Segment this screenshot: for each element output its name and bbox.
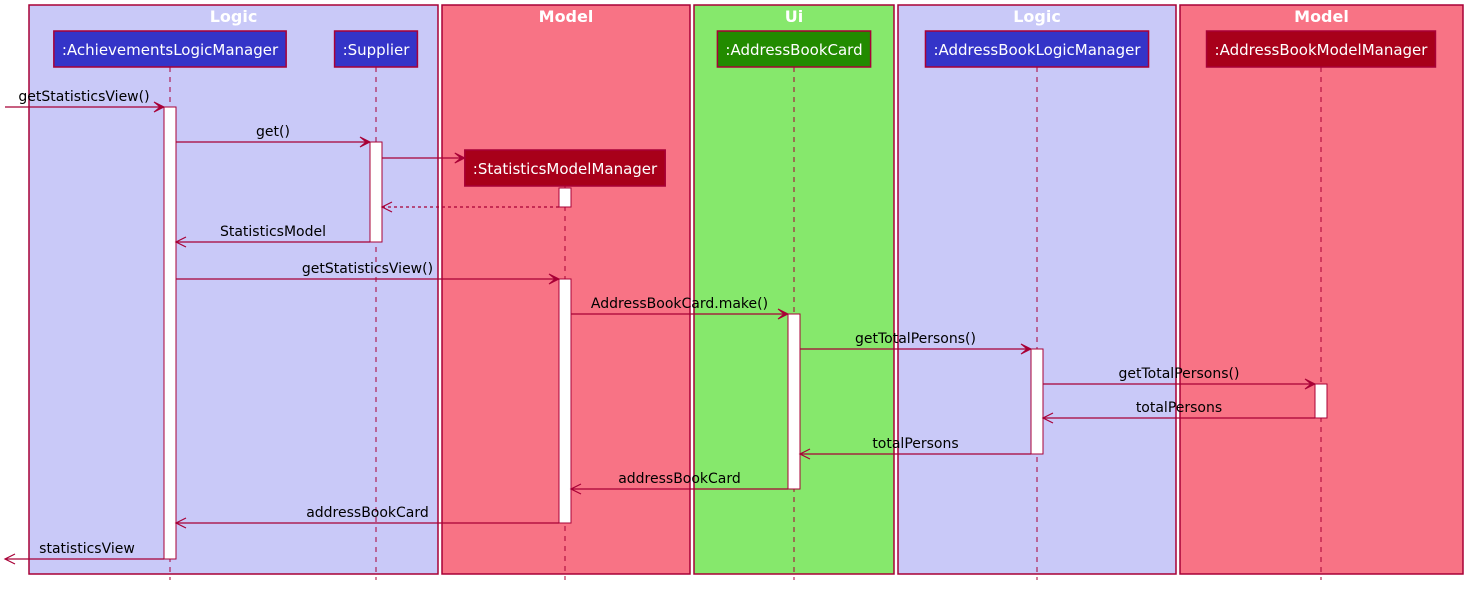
- arrow-head: [359, 136, 372, 148]
- activation-bar: [1314, 383, 1328, 419]
- box-title: Ui: [785, 7, 803, 26]
- message-label: getStatisticsView(): [18, 89, 149, 105]
- participant-alm: [53, 30, 287, 68]
- message-label: getTotalPersons(): [855, 331, 976, 347]
- participant-label: :AchievementsLogicManager: [62, 41, 279, 59]
- message-label: totalPersons: [872, 436, 958, 452]
- activation-bar: [369, 141, 383, 243]
- participant-label: :AddressBookCard: [725, 41, 862, 59]
- participant-label: :AddressBookLogicManager: [933, 41, 1141, 59]
- arrow-head: [1041, 412, 1054, 424]
- message-label: addressBookCard: [306, 505, 429, 521]
- arrow-head: [777, 308, 790, 320]
- arrow-head: [3, 553, 16, 565]
- activation-bar: [1030, 348, 1044, 455]
- message-label: AddressBookCard.make(): [591, 296, 768, 312]
- arrow-head: [798, 448, 811, 460]
- message-label: get(): [256, 124, 290, 140]
- arrow-head: [454, 152, 466, 164]
- arrow-head: [1304, 378, 1317, 390]
- message-label: statisticsView: [39, 541, 135, 557]
- participant-abmm: [1205, 30, 1437, 68]
- participant-sup: [333, 30, 419, 68]
- participant-abc: [716, 30, 872, 68]
- message-label: getStatisticsView(): [302, 261, 433, 277]
- activation-bar: [163, 106, 177, 560]
- participant-ablm: [924, 30, 1150, 68]
- arrow-head: [174, 236, 187, 248]
- arrow-head: [1020, 343, 1033, 355]
- arrow-head: [569, 483, 582, 495]
- participant-label: :Supplier: [343, 41, 411, 59]
- participant-smm: [464, 149, 666, 187]
- participant-label: :AddressBookModelManager: [1215, 41, 1429, 59]
- message-label: StatisticsModel: [220, 224, 326, 240]
- message-label: getTotalPersons(): [1119, 366, 1240, 382]
- activation-bar: [558, 278, 572, 524]
- arrow-head: [548, 273, 561, 285]
- activation-bar: [787, 313, 801, 490]
- message-label: addressBookCard: [618, 471, 741, 487]
- box-title: Model: [539, 7, 594, 26]
- box-title: Model: [1294, 7, 1349, 26]
- arrow-head: [380, 201, 393, 213]
- activation-bar: [558, 187, 572, 208]
- participant-label: :StatisticsModelManager: [473, 160, 658, 178]
- box-logic-0: [28, 4, 439, 575]
- arrow-head: [174, 517, 187, 529]
- box-title: Logic: [210, 7, 258, 26]
- message-label: totalPersons: [1136, 400, 1222, 416]
- arrow-head: [153, 101, 166, 113]
- box-title: Logic: [1013, 7, 1061, 26]
